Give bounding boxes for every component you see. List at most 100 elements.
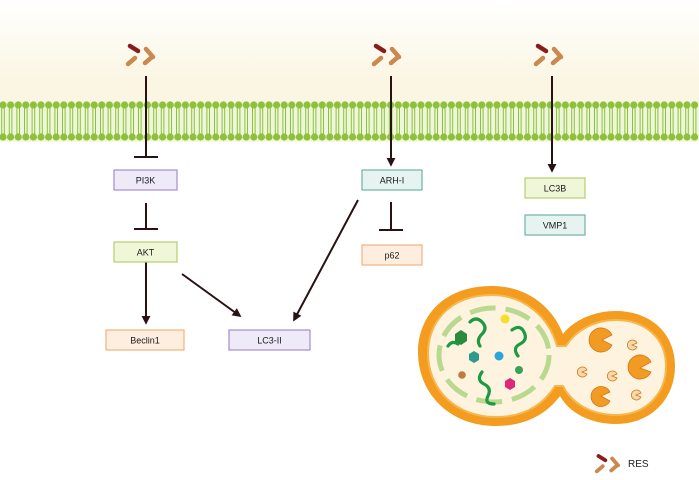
lipid-head-lower xyxy=(273,133,281,141)
lipid-head-lower xyxy=(113,133,121,141)
lipid-tail-upper xyxy=(510,108,514,121)
lipid-head-upper xyxy=(440,101,448,109)
lipid-head-upper xyxy=(159,101,167,109)
lipid-tail-upper xyxy=(571,108,575,121)
lipid-tail-lower xyxy=(54,121,58,134)
lipid-head-lower xyxy=(67,133,75,141)
lipid-tail-upper xyxy=(396,108,400,121)
lipid-tail-lower xyxy=(457,121,461,134)
lipid-head-lower xyxy=(7,133,15,141)
cargo-green-dot xyxy=(515,366,523,374)
lipid-head-lower xyxy=(181,133,189,141)
lipid-tail-lower xyxy=(533,121,537,134)
legend-res-label: RES xyxy=(628,459,649,470)
lipid-head-upper xyxy=(250,101,258,109)
lipid-tail-lower xyxy=(107,121,112,134)
lipid-head-lower xyxy=(455,133,463,141)
lipid-tail-upper xyxy=(350,108,355,121)
lipid-tail-upper xyxy=(92,108,96,121)
lipid-head-lower xyxy=(501,133,509,141)
lipid-head-lower xyxy=(470,133,478,141)
lipid-tail-lower xyxy=(480,121,484,134)
lipid-tail-lower xyxy=(343,121,347,134)
lipid-tail-lower xyxy=(1,121,5,134)
lipid-tail-upper xyxy=(206,108,210,121)
lipid-head-lower xyxy=(402,133,410,141)
lipid-tail-lower xyxy=(647,121,651,134)
lipid-tail-upper xyxy=(24,108,28,121)
lipid-tail-upper xyxy=(609,108,613,121)
lipid-head-upper xyxy=(52,101,60,109)
lipid-tail-lower xyxy=(518,121,522,134)
lipid-head-upper xyxy=(280,101,288,109)
lipid-tail-upper xyxy=(122,108,127,121)
lipid-tail-lower xyxy=(77,121,81,134)
lipid-tail-lower xyxy=(578,121,583,134)
lipid-tail-lower xyxy=(449,121,454,134)
lipid-head-upper xyxy=(29,101,37,109)
lipid-head-lower xyxy=(341,133,349,141)
lipid-head-upper xyxy=(83,101,91,109)
lipid-head-upper xyxy=(539,101,547,109)
node-arhi: ARH-I xyxy=(361,169,423,191)
lipid-tail-lower xyxy=(206,121,210,134)
lipid-tail-lower xyxy=(62,121,66,134)
lipid-tail-upper xyxy=(670,108,674,121)
lipid-head-upper xyxy=(561,101,570,109)
lipid-tail-lower xyxy=(419,121,423,134)
res-segment xyxy=(125,55,138,67)
lipid-head-lower xyxy=(432,133,440,141)
lipid-head-lower xyxy=(29,133,37,141)
lipid-tail-upper xyxy=(381,108,385,121)
lipid-head-upper xyxy=(341,101,349,109)
lipid-tail-upper xyxy=(472,108,476,121)
lipid-head-lower xyxy=(683,133,691,141)
lipid-head-upper xyxy=(645,101,653,109)
lipid-tail-upper xyxy=(8,108,13,121)
enzyme-small-2 xyxy=(577,366,588,378)
lipid-head-upper xyxy=(60,101,68,109)
lipid-tail-lower xyxy=(464,121,469,134)
lipid-head-upper xyxy=(501,101,509,109)
lipid-head-upper xyxy=(653,101,661,109)
lipid-head-lower xyxy=(394,133,402,141)
enzyme-large-3 xyxy=(590,386,611,407)
lipid-tail-lower xyxy=(221,121,226,134)
node-beclin1: Beclin1 xyxy=(105,329,185,351)
lipid-head-lower xyxy=(584,133,592,141)
lipid-tail-lower xyxy=(320,121,324,134)
lipid-tail-upper xyxy=(434,108,438,121)
lipid-head-upper xyxy=(607,101,615,109)
lipid-tail-upper xyxy=(160,108,165,121)
res-molecules xyxy=(125,43,564,67)
lipid-head-lower xyxy=(83,133,91,141)
lipid-head-upper xyxy=(113,101,121,109)
res-segment xyxy=(142,54,155,66)
lipid-head-lower xyxy=(554,133,562,141)
lipid-head-upper xyxy=(128,101,136,109)
cargo-brown xyxy=(458,371,466,379)
lipid-tail-lower xyxy=(229,121,233,134)
lipid-tail-upper xyxy=(183,108,188,121)
lipid-tail-lower xyxy=(305,121,309,134)
node-lc3ii-label: LC3-II xyxy=(257,336,282,346)
lipid-head-upper xyxy=(675,101,684,109)
lipid-tail-lower xyxy=(624,121,628,134)
lipid-tail-upper xyxy=(464,108,469,121)
lipid-tail-upper xyxy=(54,108,58,121)
lipid-tail-lower xyxy=(495,121,499,134)
lipid-tail-lower xyxy=(191,121,195,134)
lipid-head-upper xyxy=(174,101,182,109)
cargo-green-hex xyxy=(455,330,467,345)
lipid-tail-lower xyxy=(563,121,568,134)
lipid-head-lower xyxy=(121,133,129,141)
lipid-tail-upper xyxy=(176,108,180,121)
lipid-tail-upper xyxy=(16,108,20,121)
lipid-tail-upper xyxy=(62,108,66,121)
lipid-head-lower xyxy=(174,133,182,141)
lipid-head-upper xyxy=(531,101,539,109)
lipid-head-upper xyxy=(577,101,585,109)
lipid-head-upper xyxy=(204,101,212,109)
enzyme-small-4 xyxy=(631,389,642,401)
